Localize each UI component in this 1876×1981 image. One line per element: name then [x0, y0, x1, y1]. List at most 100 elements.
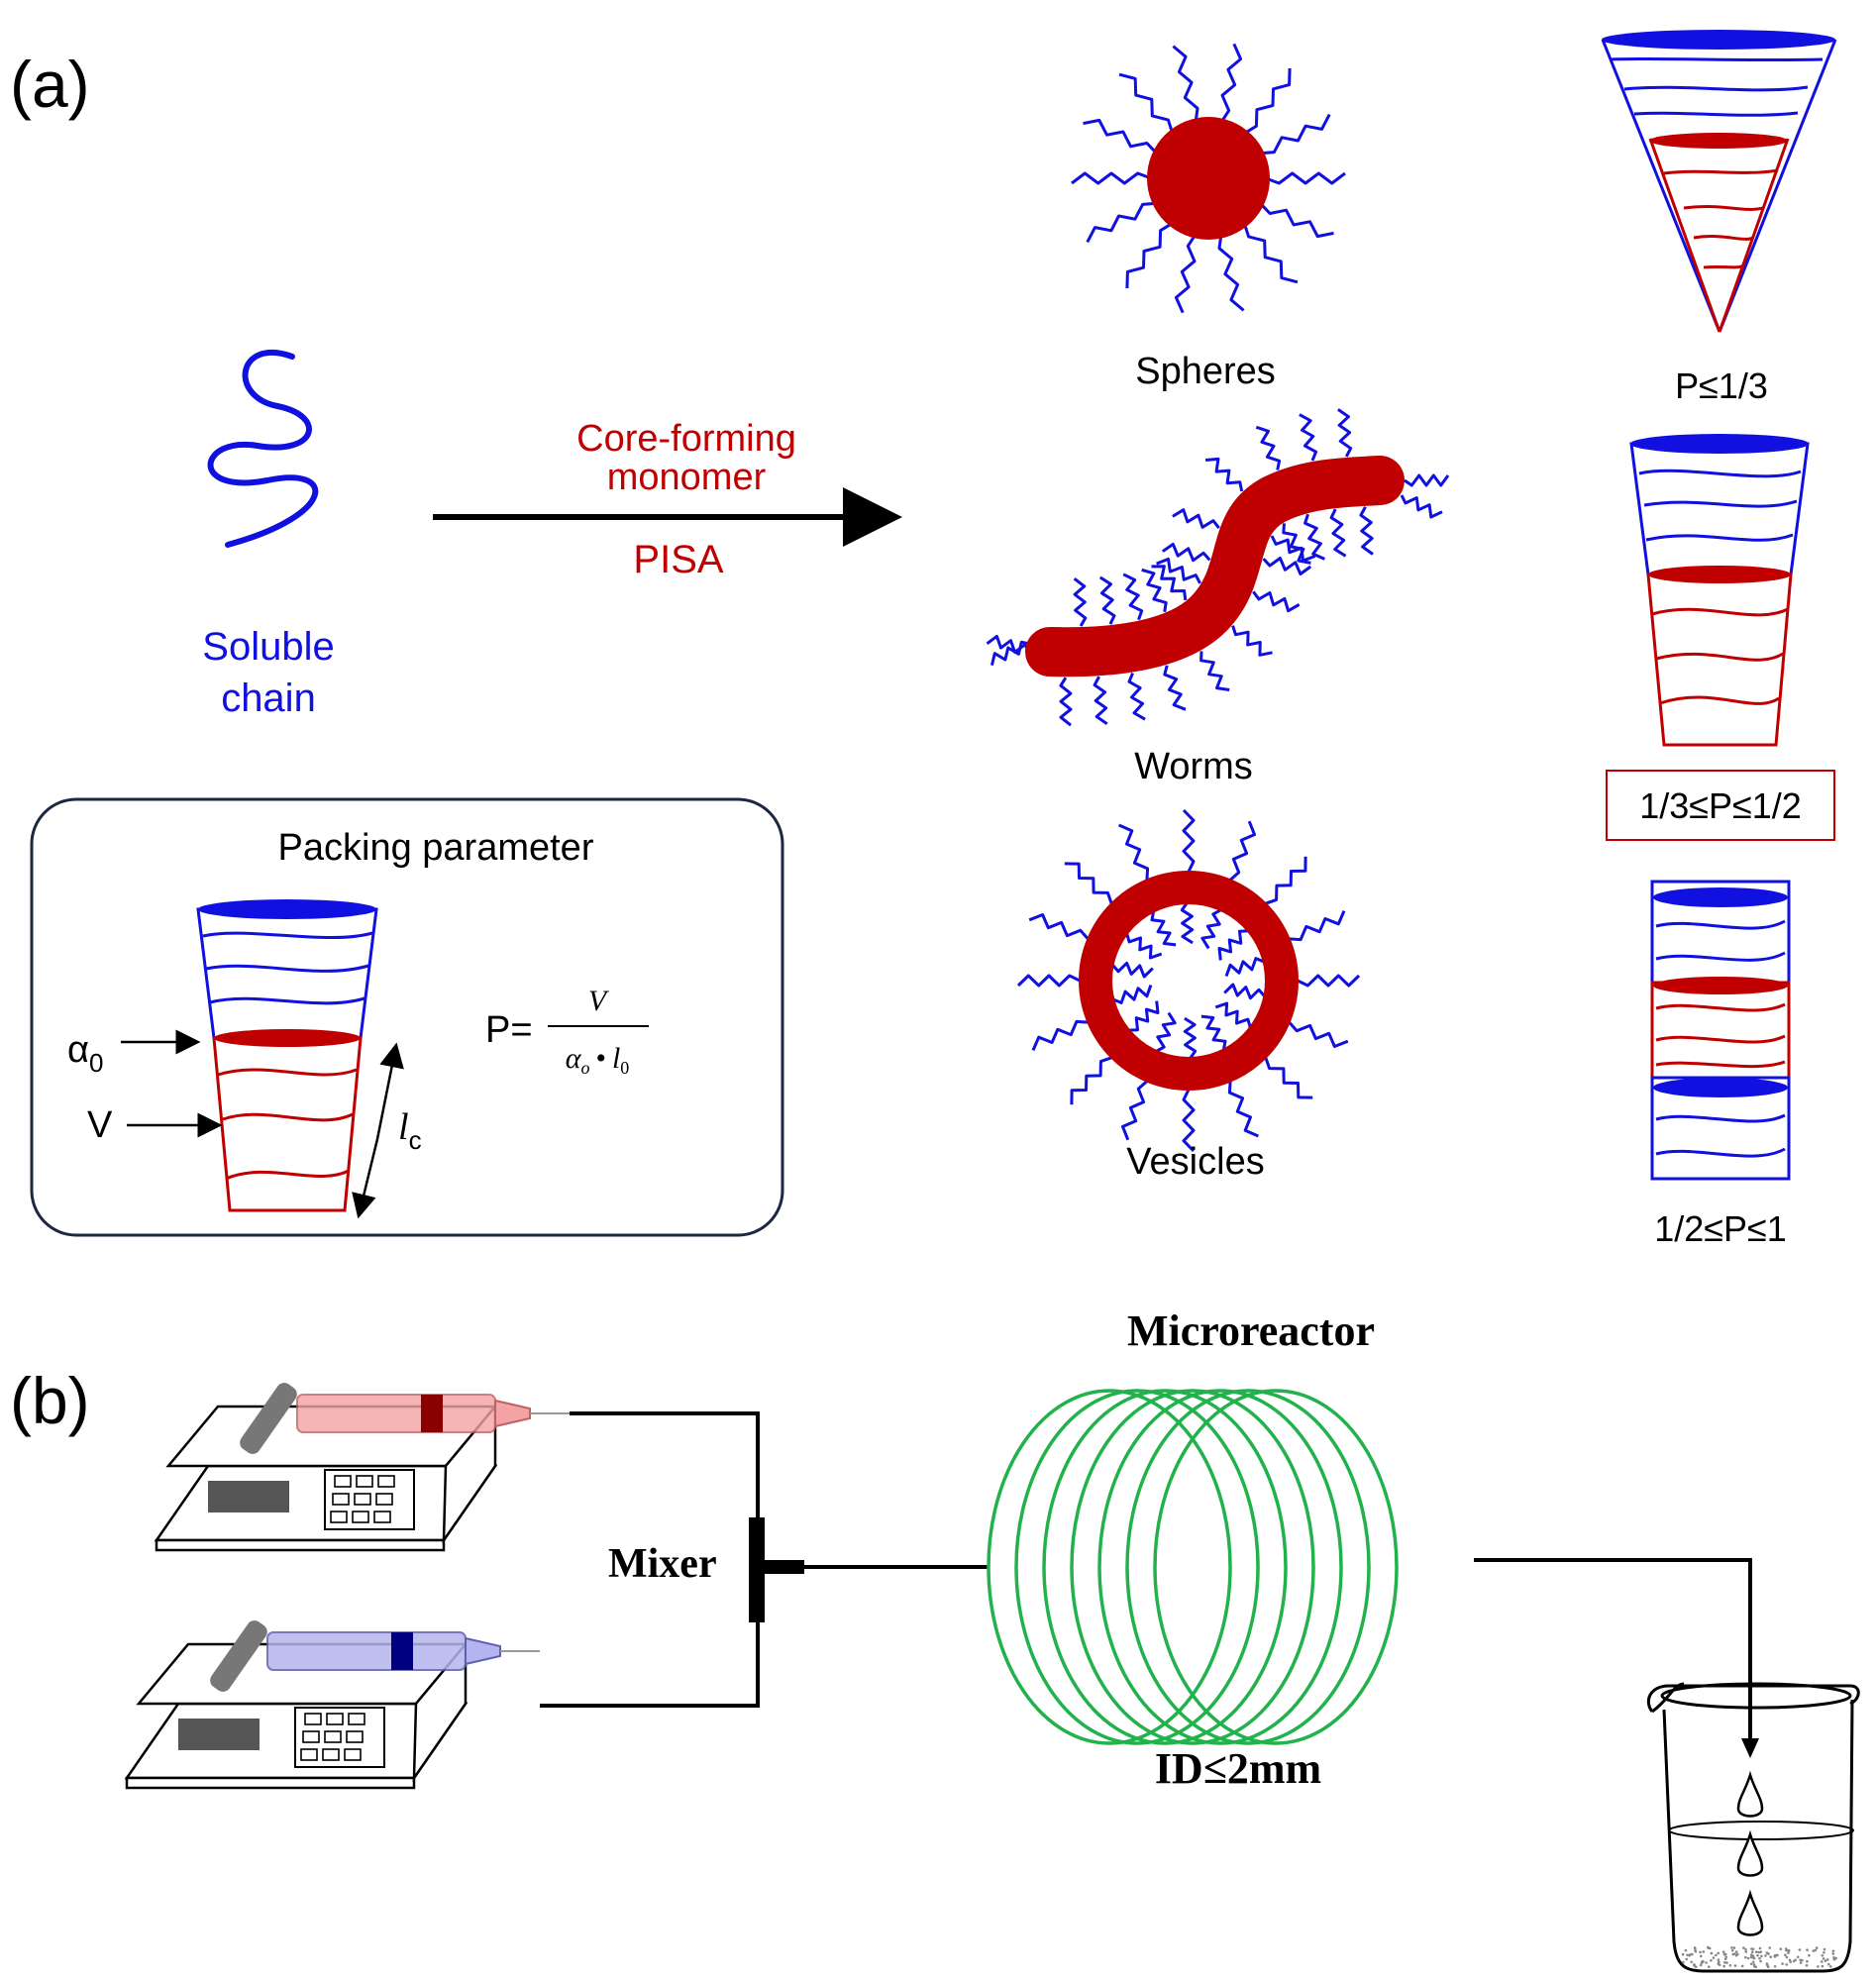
corona-chain — [1262, 557, 1312, 575]
packing-range-spheres: P≤1/3 — [1675, 365, 1768, 406]
sediment-particle — [1740, 1964, 1744, 1968]
tubing-top — [570, 1411, 760, 1530]
collection-beaker — [1646, 1682, 1860, 1973]
sediment-particle — [1725, 1961, 1728, 1964]
inner-corona-chain — [1217, 929, 1248, 961]
droplet-3 — [1736, 1889, 1764, 1936]
sediment-particle — [1734, 1950, 1738, 1953]
sediment-particle — [1805, 1964, 1809, 1967]
sediment-particle — [1754, 1965, 1757, 1969]
coil-loop — [1070, 1389, 1315, 1745]
inner-corona-chain — [1200, 908, 1221, 950]
sediment-particle — [1749, 1962, 1753, 1966]
inner-corona-chain — [1112, 984, 1153, 1004]
inner-corona-chain — [1156, 1011, 1177, 1053]
sediment-particle — [1749, 1955, 1753, 1959]
corona-chain — [1182, 808, 1196, 873]
droplet-1 — [1736, 1770, 1764, 1818]
corona-chain — [1118, 823, 1150, 881]
corona-chain — [1086, 201, 1157, 244]
corona-chain — [1242, 222, 1299, 284]
corona-chain — [1016, 974, 1081, 988]
corona-chain — [1073, 577, 1088, 627]
inner-corona-chain — [1129, 1000, 1160, 1032]
sediment-particle — [1820, 1960, 1824, 1963]
vesicle-membrane — [1079, 871, 1299, 1091]
sediment-particle — [1788, 1949, 1791, 1952]
soluble-chain-label-line2: chain — [221, 677, 316, 720]
coil-loop — [1097, 1389, 1343, 1745]
sediment-particle — [1785, 1948, 1788, 1952]
corona-chain — [990, 640, 1031, 667]
sediment-particle — [1721, 1950, 1725, 1953]
syringe-top-barrel — [296, 1394, 496, 1433]
inner-corona-chain — [1200, 1014, 1227, 1050]
corona-chain — [1031, 1019, 1089, 1051]
coil-loop — [1042, 1389, 1288, 1745]
sediment-particle — [1681, 1952, 1685, 1956]
corona-chain — [1161, 542, 1211, 563]
sediment-particle — [1768, 1946, 1771, 1949]
vesicles-label: Vesicles — [1126, 1141, 1264, 1183]
coil-loop — [1014, 1389, 1260, 1745]
alpha-label: α0 — [67, 1029, 103, 1078]
pump-bottom-keypad — [294, 1707, 385, 1768]
sediment-particle — [1686, 1953, 1689, 1957]
packing-parameter-box: Packing parameter α0 V lc P= V αo•l0 — [30, 797, 784, 1237]
corona-chain — [1265, 171, 1346, 185]
corona-chain — [1083, 118, 1158, 155]
tubing-outlet — [1474, 1558, 1752, 1748]
sediment-particle — [1723, 1952, 1727, 1956]
soluble-chain-label-line1: Soluble — [202, 625, 334, 669]
sediment-particle — [1817, 1965, 1820, 1968]
corona-chain — [1071, 171, 1152, 185]
corona-chain — [1404, 473, 1450, 487]
sediment-particle — [1742, 1946, 1745, 1949]
sediment-particle — [1717, 1951, 1720, 1955]
corona-chain — [1199, 651, 1230, 691]
sediment-particle — [1699, 1963, 1703, 1967]
corona-chain — [1264, 1057, 1313, 1099]
corona-chain — [1289, 910, 1346, 942]
pump-top-keypad — [324, 1469, 415, 1530]
sediment-particle — [1775, 1953, 1779, 1957]
sediment-particle — [1752, 1956, 1756, 1960]
sediment-particle — [1808, 1953, 1811, 1957]
mixer-label: Mixer — [608, 1541, 717, 1587]
sediment-particle — [1718, 1960, 1720, 1964]
sediment-particle — [1760, 1954, 1763, 1958]
sediment-particle — [1757, 1950, 1760, 1954]
beaker-sediment — [1681, 1945, 1837, 1969]
sediment-particle — [1707, 1945, 1710, 1949]
sediment-particle — [1685, 1957, 1688, 1961]
corona-chain — [1329, 508, 1347, 558]
worm-core — [1025, 456, 1405, 678]
corona-chain — [1172, 45, 1199, 123]
droplet-2 — [1736, 1829, 1764, 1877]
sediment-particle — [1715, 1953, 1718, 1957]
corona-chain — [1265, 856, 1307, 905]
length-arrow-down — [352, 1138, 379, 1219]
truncated-cone-shape — [1629, 434, 1810, 747]
corona-chain — [1255, 425, 1282, 470]
corona-chain — [1163, 665, 1187, 711]
microreactor-label: Microreactor — [1127, 1306, 1375, 1355]
corona-chain — [1172, 508, 1220, 530]
coil-loop — [987, 1389, 1232, 1745]
corona-chain — [1070, 1056, 1112, 1105]
inner-corona-chain — [1183, 1016, 1198, 1059]
sediment-particle — [1769, 1955, 1772, 1958]
sediment-particle — [1733, 1952, 1736, 1955]
sediment-particle — [1750, 1947, 1753, 1950]
inner-diameter-label: ID≤2mm — [1155, 1744, 1321, 1793]
sediment-particle — [1806, 1948, 1809, 1951]
inner-corona-chain — [1111, 961, 1154, 979]
sediment-particle — [1708, 1965, 1711, 1968]
sediment-particle — [1690, 1960, 1693, 1964]
sediment-particle — [1699, 1950, 1702, 1954]
sediment-particle — [1759, 1950, 1763, 1953]
sediment-particle — [1682, 1960, 1685, 1964]
corona-chain — [1098, 575, 1116, 625]
worm-micelle — [986, 408, 1450, 727]
